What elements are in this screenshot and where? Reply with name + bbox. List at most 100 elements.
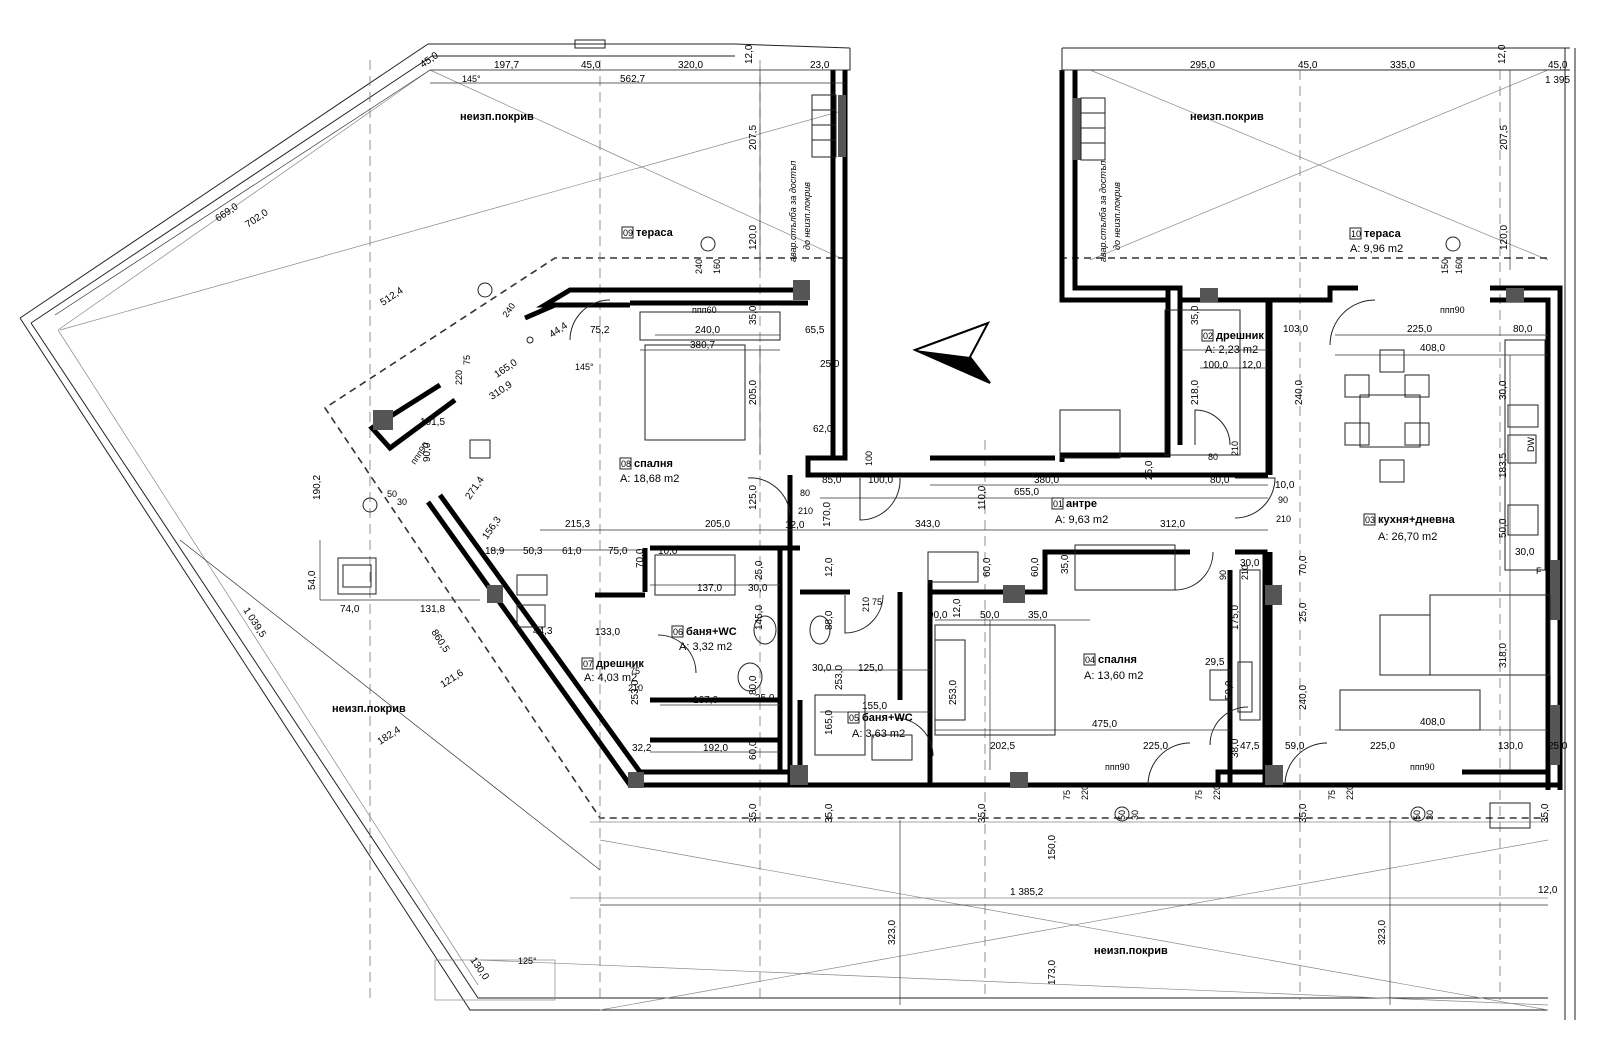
svg-text:160: 160 bbox=[712, 259, 722, 274]
svg-text:205,0: 205,0 bbox=[748, 380, 759, 405]
svg-text:1 385,2: 1 385,2 bbox=[1010, 887, 1044, 898]
ladder-notes: авар.стълба за достъп до неизп.покрив ав… bbox=[788, 161, 1122, 262]
svg-text:80: 80 bbox=[800, 488, 810, 498]
svg-text:кухня+дневна: кухня+дневна bbox=[1378, 514, 1456, 526]
svg-text:100,0: 100,0 bbox=[1203, 360, 1228, 371]
svg-text:75,2: 75,2 bbox=[590, 325, 610, 336]
svg-text:44,4: 44,4 bbox=[548, 320, 571, 340]
dimension-lines bbox=[54, 69, 1560, 1005]
svg-text:75: 75 bbox=[872, 597, 882, 607]
svg-text:30: 30 bbox=[397, 497, 407, 507]
dim-bedroom04: 90,0 12,0 50,0 35,0 60,0 60,0 253,0 202,… bbox=[928, 554, 1168, 752]
svg-text:35,0: 35,0 bbox=[824, 803, 835, 823]
svg-text:45,0: 45,0 bbox=[1548, 60, 1568, 71]
svg-text:125,0: 125,0 bbox=[858, 663, 883, 674]
svg-text:дрешник: дрешник bbox=[1216, 330, 1264, 342]
svg-text:207,5: 207,5 bbox=[1499, 125, 1510, 150]
svg-text:01: 01 bbox=[1053, 499, 1063, 509]
roof-label-top-left: неизп.покрив bbox=[460, 111, 534, 123]
svg-text:240: 240 bbox=[500, 301, 517, 319]
svg-text:85,0: 85,0 bbox=[822, 475, 842, 486]
svg-text:145,0: 145,0 bbox=[754, 605, 765, 630]
svg-text:09: 09 bbox=[623, 228, 633, 238]
svg-text:207,5: 207,5 bbox=[748, 125, 759, 150]
svg-text:192,0: 192,0 bbox=[703, 743, 728, 754]
svg-text:A: 18,68 m2: A: 18,68 m2 bbox=[620, 473, 679, 485]
exterior-walls bbox=[368, 70, 1563, 790]
svg-text:170,0: 170,0 bbox=[822, 502, 833, 527]
svg-text:25,0: 25,0 bbox=[1144, 460, 1155, 480]
svg-text:103,0: 103,0 bbox=[1283, 324, 1308, 335]
svg-text:90: 90 bbox=[1278, 495, 1288, 505]
svg-text:225,0: 225,0 bbox=[1143, 741, 1168, 752]
svg-text:253,0: 253,0 bbox=[630, 680, 641, 705]
svg-text:ппп90: ппп90 bbox=[1440, 305, 1465, 315]
svg-text:A: 3,63 m2: A: 3,63 m2 bbox=[852, 728, 905, 740]
svg-text:74,0: 74,0 bbox=[340, 604, 360, 615]
svg-text:45,0: 45,0 bbox=[1298, 60, 1318, 71]
svg-text:12,0: 12,0 bbox=[785, 520, 805, 531]
svg-text:1 395: 1 395 bbox=[1545, 75, 1570, 86]
svg-text:32,2: 32,2 bbox=[632, 743, 652, 754]
svg-text:202,5: 202,5 bbox=[990, 741, 1015, 752]
svg-text:860,5: 860,5 bbox=[428, 628, 451, 655]
svg-text:A: 9,96 m2: A: 9,96 m2 bbox=[1350, 243, 1403, 255]
svg-text:145°: 145° bbox=[575, 362, 594, 372]
angle-labels: 145° 145° 125° bbox=[462, 74, 594, 966]
svg-text:100: 100 bbox=[864, 451, 874, 466]
svg-text:12,0: 12,0 bbox=[1538, 885, 1558, 896]
svg-text:150,0: 150,0 bbox=[1047, 835, 1058, 860]
svg-text:50: 50 bbox=[1117, 810, 1127, 820]
svg-text:475,0: 475,0 bbox=[1092, 719, 1117, 730]
svg-text:60,0: 60,0 bbox=[1030, 557, 1041, 577]
svg-text:44,3: 44,3 bbox=[533, 626, 553, 637]
svg-text:35,0: 35,0 bbox=[1540, 803, 1551, 823]
svg-text:562,7: 562,7 bbox=[620, 74, 645, 85]
svg-text:06: 06 bbox=[673, 627, 683, 637]
svg-text:авар.стълба за достъп: авар.стълба за достъп bbox=[788, 161, 798, 262]
svg-text:03: 03 bbox=[1365, 515, 1375, 525]
svg-text:35,0: 35,0 bbox=[748, 305, 759, 325]
svg-text:70,0: 70,0 bbox=[635, 548, 646, 568]
svg-text:спалня: спалня bbox=[1098, 654, 1137, 666]
svg-text:A: 3,32 m2: A: 3,32 m2 bbox=[679, 641, 732, 653]
svg-text:A: 26,70 m2: A: 26,70 m2 bbox=[1378, 531, 1437, 543]
svg-text:12,0: 12,0 bbox=[952, 598, 963, 618]
svg-text:210: 210 bbox=[861, 597, 871, 612]
room-labels: 01 антре A: 9,63 m2 02 дрешник A: 2,23 m… bbox=[581, 226, 1456, 740]
svg-text:62,0: 62,0 bbox=[813, 424, 833, 435]
svg-text:408,0: 408,0 bbox=[1420, 717, 1445, 728]
svg-text:45,0: 45,0 bbox=[581, 60, 601, 71]
svg-text:182,4: 182,4 bbox=[376, 724, 403, 747]
dim-kitchen: 225,0 80,0 408,0 30,0 183,5 50,0 30,0 31… bbox=[1205, 324, 1568, 758]
room-06-label: 06 баня+WC A: 3,32 m2 bbox=[671, 625, 737, 653]
svg-text:131,8: 131,8 bbox=[420, 604, 445, 615]
svg-text:323,0: 323,0 bbox=[1377, 920, 1388, 945]
svg-text:197,7: 197,7 bbox=[494, 60, 519, 71]
svg-text:160: 160 bbox=[1454, 259, 1464, 274]
interior-walls bbox=[595, 300, 1273, 785]
svg-text:145°: 145° bbox=[462, 74, 481, 84]
svg-text:240,0: 240,0 bbox=[1294, 380, 1305, 405]
svg-text:318,0: 318,0 bbox=[1498, 643, 1509, 668]
svg-text:38,0: 38,0 bbox=[1230, 738, 1241, 758]
roof-label-bottom: неизп.покрив bbox=[1094, 945, 1168, 957]
room-03-label: 03 кухня+дневна A: 26,70 m2 bbox=[1363, 513, 1456, 543]
svg-text:тераса: тераса bbox=[636, 227, 674, 239]
svg-text:04: 04 bbox=[1085, 655, 1095, 665]
svg-text:A: 13,60 m2: A: 13,60 m2 bbox=[1084, 670, 1143, 682]
room-09-label: 09 тераса bbox=[621, 226, 674, 239]
dim-baths: 18,9 50,3 61,0 75,0 70,0 10,0 137,0 25,0… bbox=[485, 546, 887, 760]
svg-text:205,0: 205,0 bbox=[705, 519, 730, 530]
appliance-labels: DW F bbox=[1526, 437, 1542, 576]
svg-text:220: 220 bbox=[1345, 785, 1355, 800]
svg-text:30,0: 30,0 bbox=[812, 663, 832, 674]
svg-text:312,0: 312,0 bbox=[1160, 519, 1185, 530]
svg-text:130,0: 130,0 bbox=[468, 955, 492, 982]
svg-text:25,0: 25,0 bbox=[1548, 741, 1568, 752]
svg-text:ппп90: ппп90 bbox=[1410, 762, 1435, 772]
svg-text:до неизп.покрив: до неизп.покрив bbox=[1112, 182, 1122, 250]
svg-text:75: 75 bbox=[1327, 790, 1337, 800]
svg-text:220: 220 bbox=[1080, 785, 1090, 800]
svg-text:80: 80 bbox=[1208, 452, 1218, 462]
